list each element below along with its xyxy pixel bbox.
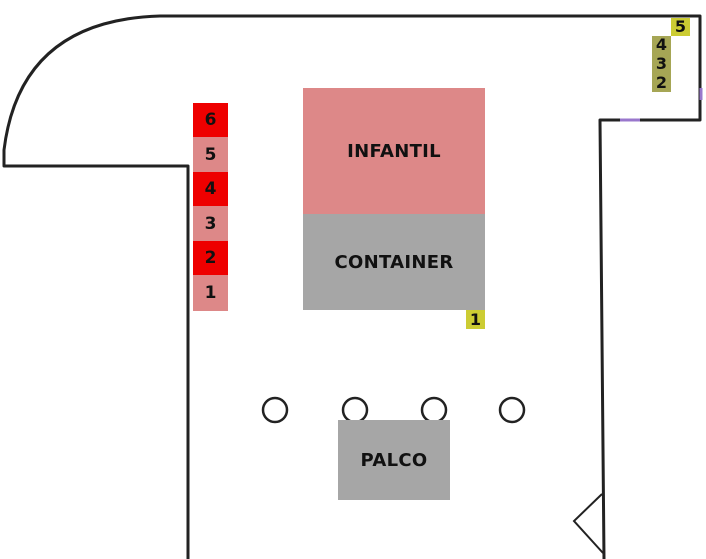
zone-infantil-label: INFANTIL [347,140,441,162]
stall-label: 5 [204,144,217,165]
marker-label: 3 [655,53,668,73]
marker-top-right-3[interactable]: 3 [652,54,671,73]
zone-container-label: CONTAINER [334,251,454,273]
marker-label: 2 [655,72,668,92]
marker-label: 4 [655,35,668,54]
marker-1-near-container[interactable]: 1 [466,310,485,329]
marker-top-right-2[interactable]: 2 [652,73,671,92]
stall-label: 3 [204,213,217,234]
door-swing [572,493,604,554]
marker-label: 1 [469,309,482,329]
stall-4[interactable]: 4 [193,172,228,206]
zone-infantil[interactable]: INFANTIL [303,88,485,214]
stall-2[interactable]: 2 [193,241,228,275]
stall-label: 1 [204,283,217,303]
zone-container[interactable]: CONTAINER [303,214,485,310]
zone-palco[interactable]: PALCO [338,420,450,500]
stall-label: 2 [204,248,217,268]
marker-top-right-4[interactable]: 4 [652,36,671,54]
zone-palco-label: PALCO [360,449,428,471]
stall-1[interactable]: 1 [193,275,228,311]
pillar [498,396,526,424]
stall-label: 6 [204,110,217,130]
outer-wall [2,14,702,559]
stall-5[interactable]: 5 [193,137,228,172]
pillar [261,396,289,424]
stall-3[interactable]: 3 [193,206,228,241]
marker-top-right-5[interactable]: 5 [671,18,690,36]
marker-label: 5 [674,17,687,36]
pillar [420,396,448,424]
stall-6[interactable]: 6 [193,103,228,137]
pillar [341,396,369,424]
stall-label: 4 [204,179,217,199]
